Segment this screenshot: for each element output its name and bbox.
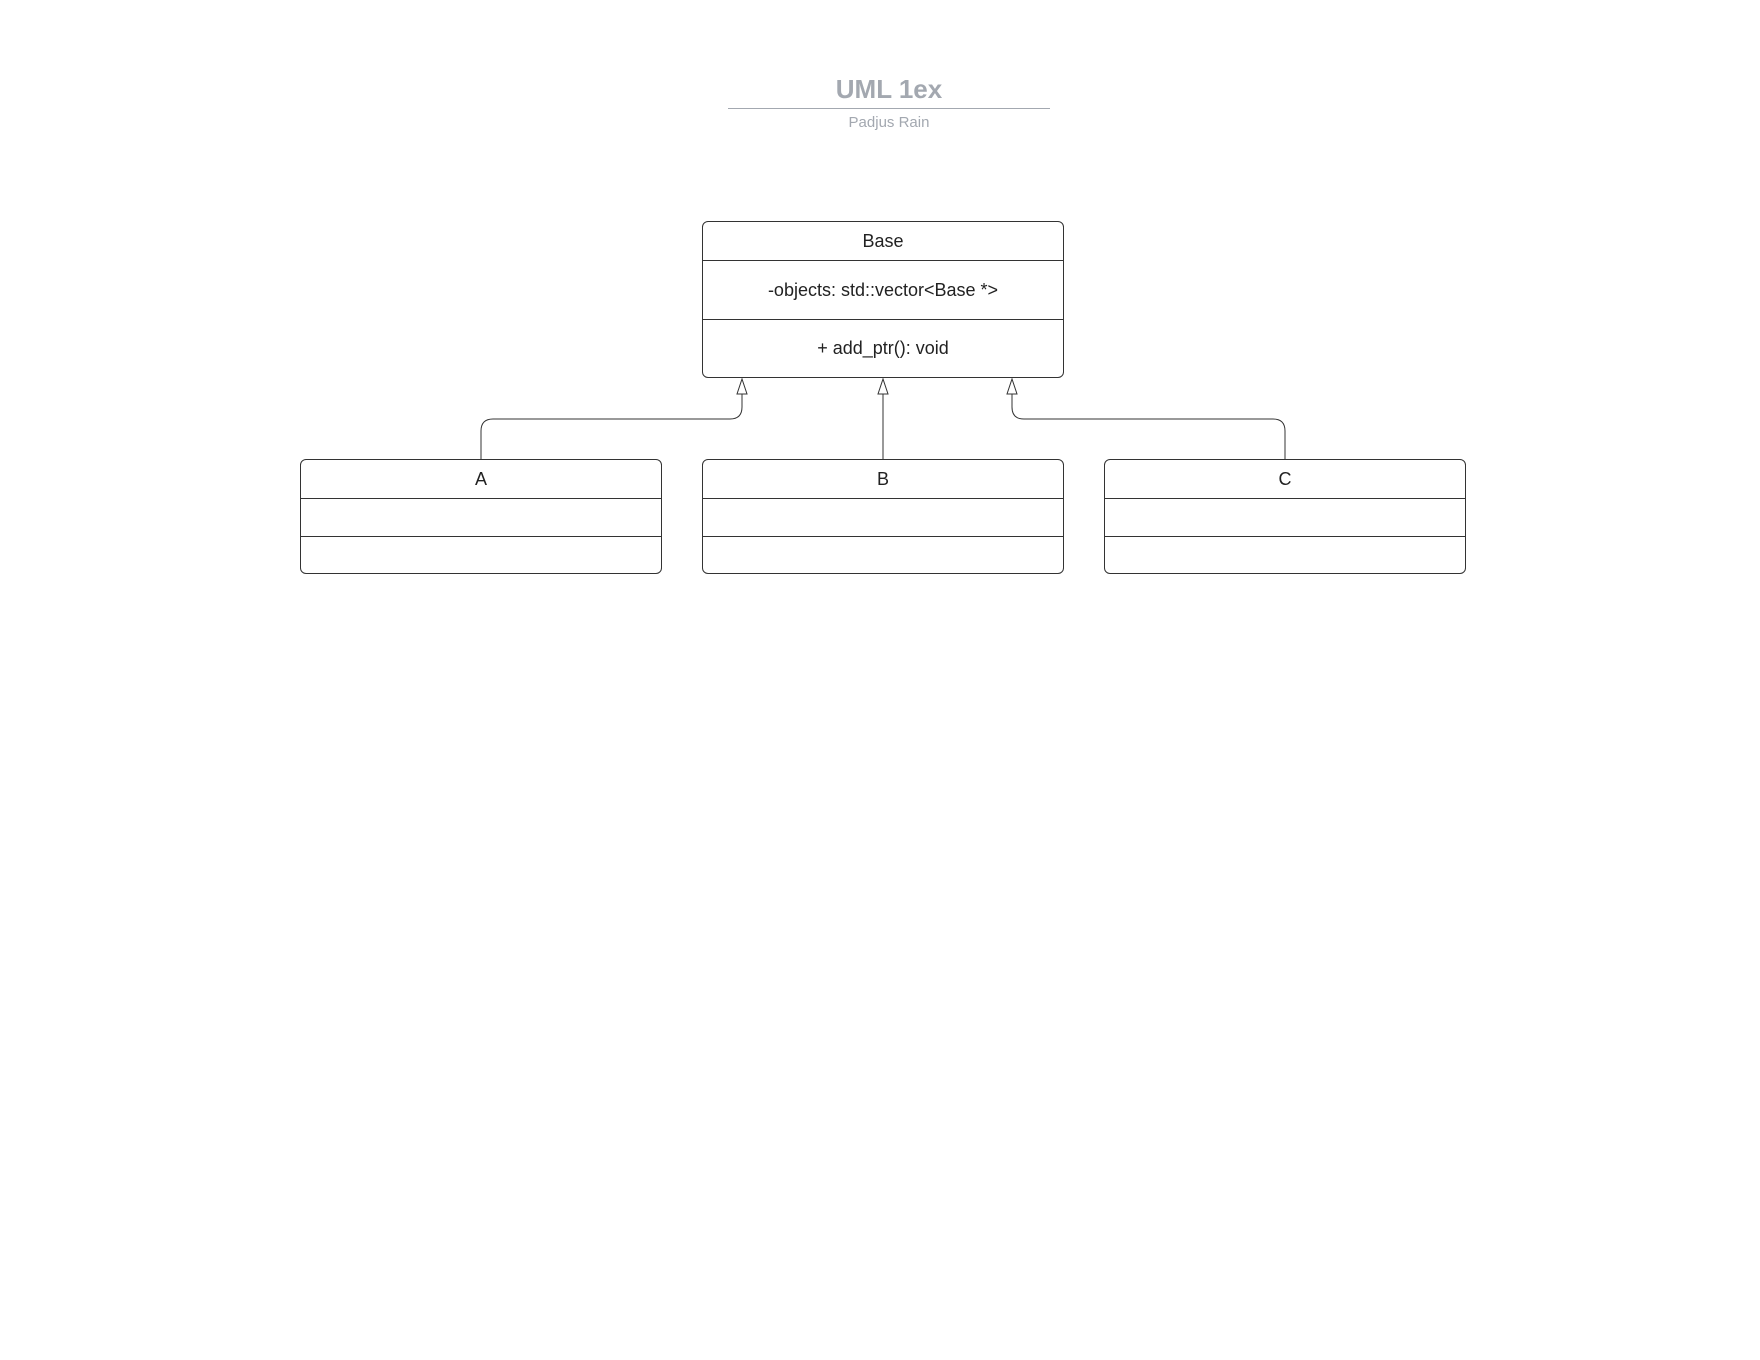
class-base[interactable]: Base -objects: std::vector<Base *> + add…	[702, 221, 1064, 378]
class-c[interactable]: C	[1104, 459, 1466, 574]
generalization-edge-c[interactable]	[1011, 394, 1286, 459]
generalization-arrowhead-a	[736, 377, 748, 395]
class-b-methods	[703, 536, 1063, 573]
class-a-name: A	[474, 468, 487, 489]
class-b-name: B	[876, 468, 889, 489]
generalization-arrowhead-c	[1006, 377, 1018, 395]
class-base-attributes: -objects: std::vector<Base *>	[703, 260, 1063, 319]
class-a[interactable]: A	[300, 459, 662, 574]
document-author: Padjus Rain	[848, 114, 930, 131]
class-b-attributes	[703, 498, 1063, 536]
class-c-attributes	[1105, 498, 1465, 536]
class-a-methods	[301, 536, 661, 573]
class-base-name: Base	[862, 230, 904, 251]
document-title-block: UML 1ex Padjus Rain	[728, 68, 1050, 131]
class-c-name: C	[1278, 468, 1292, 489]
class-a-attributes	[301, 498, 661, 536]
class-c-methods	[1105, 536, 1465, 573]
generalization-edge-a[interactable]	[480, 394, 743, 459]
class-b[interactable]: B	[702, 459, 1064, 574]
document-title: UML 1ex	[728, 68, 1050, 109]
class-base-methods: + add_ptr(): void	[703, 319, 1063, 377]
generalization-arrowhead-b	[877, 377, 889, 395]
